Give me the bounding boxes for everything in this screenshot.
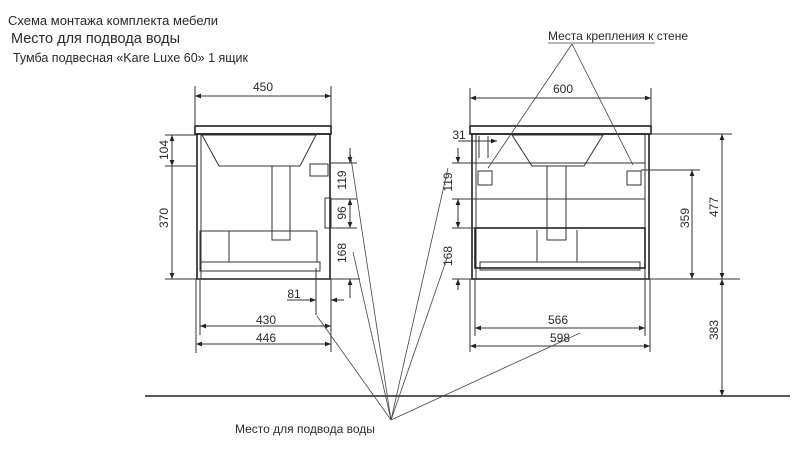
dim-119: 119 xyxy=(335,170,349,189)
dim-477: 477 xyxy=(707,197,721,217)
product-name: Тумба подвесная «Kare Luxe 60» 1 ящик xyxy=(13,51,248,65)
dim-168-front: 168 xyxy=(441,246,455,266)
dim-598: 598 xyxy=(550,331,570,345)
diagram-subtitle: Место для подвода воды xyxy=(11,31,180,47)
dim-31: 31 xyxy=(452,128,466,142)
dim-370: 370 xyxy=(157,208,171,228)
water-supply-label: Место для подвода воды xyxy=(235,422,375,436)
dim-430: 430 xyxy=(256,313,276,327)
wall-mounts-label: Места крепления к стене xyxy=(548,29,688,43)
wall-mount-left xyxy=(477,170,493,186)
side-view-cabinet xyxy=(194,125,332,280)
dim-566: 566 xyxy=(548,313,568,327)
side-view-dimensions: 450 104 370 119 96 168 81 430 446 xyxy=(157,80,360,353)
dim-168: 168 xyxy=(335,243,349,263)
dim-446: 446 xyxy=(256,331,276,345)
dim-81: 81 xyxy=(287,287,301,301)
dim-600: 600 xyxy=(553,82,573,96)
water-supply-leaders: Место для подвода воды xyxy=(235,151,581,436)
dim-119-front: 119 xyxy=(441,172,455,191)
wall-mount-right xyxy=(626,170,642,186)
dim-96: 96 xyxy=(335,206,349,220)
wall-mount-leaders: Места крепления к стене xyxy=(487,29,688,169)
front-view-dimensions: 600 31 119 168 359 477 383 566 598 xyxy=(441,82,740,396)
dim-450: 450 xyxy=(253,80,273,94)
dim-104: 104 xyxy=(157,140,171,160)
dim-359: 359 xyxy=(678,208,692,228)
front-view-cabinet xyxy=(469,125,652,280)
dim-383: 383 xyxy=(707,320,721,340)
diagram-title: Схема монтажа комплекта мебели xyxy=(8,13,218,28)
